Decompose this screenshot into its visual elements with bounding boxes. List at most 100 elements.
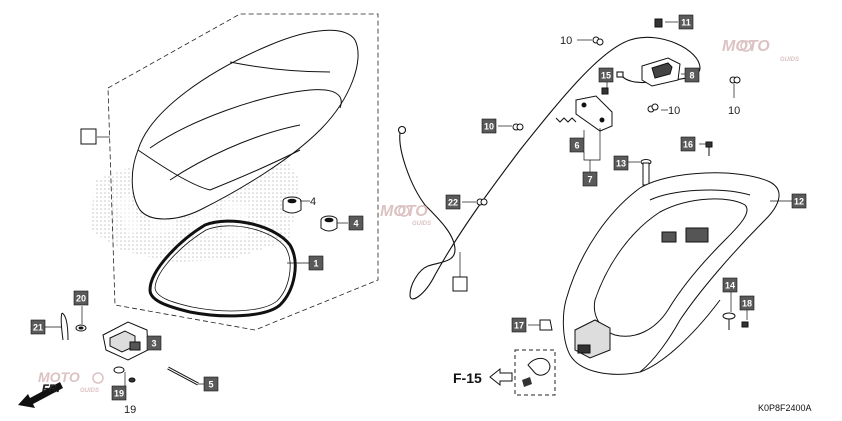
callout-box-20: 20	[73, 290, 89, 306]
callout-box-5: 5	[203, 376, 219, 392]
callout-number: 8	[689, 71, 694, 81]
callout-box-frame	[582, 171, 598, 187]
bolt-14	[722, 312, 736, 330]
callout-box-17: 17	[511, 317, 527, 333]
callout-number: 1	[313, 259, 318, 269]
callout-number: 3	[151, 339, 156, 349]
callout-box-frame	[348, 215, 364, 231]
moto-watermark-2: MOTO GUIDS	[722, 38, 799, 63]
callout-number: 11	[681, 18, 691, 28]
text-labels: F-15 FR. K0P8F2400A	[42, 370, 812, 413]
empty-callout-cable	[452, 276, 468, 292]
lock-rod	[167, 366, 199, 386]
svg-text:GUIDS: GUIDS	[780, 57, 799, 63]
callout-number: 16	[683, 140, 693, 150]
callout-box-11: 11	[678, 14, 694, 30]
empty-square-callouts	[80, 128, 468, 292]
callout-box-frame	[598, 67, 614, 83]
callout-box-21: 21	[30, 319, 46, 335]
callout-box-7: 7	[582, 171, 598, 187]
callout-box-frame	[684, 67, 700, 83]
callout-box-12: 12	[791, 193, 807, 209]
svg-text:MOTO: MOTO	[380, 203, 428, 220]
callout-box-18: 18	[739, 295, 755, 311]
spring-clip	[60, 312, 69, 341]
bolt-16	[705, 141, 713, 156]
callout-plain-4: 4	[310, 196, 316, 208]
svg-text:MOTO: MOTO	[722, 38, 770, 55]
callout-box-frame	[30, 319, 46, 335]
callout-number: 12	[794, 197, 804, 207]
callout-box-1: 1	[308, 255, 324, 271]
callout-box-frame	[445, 194, 461, 210]
seat-opener-cable	[397, 36, 701, 300]
callout-box-frame	[308, 255, 324, 271]
callout-plain-10: 10	[560, 35, 572, 47]
seat-trim-seal	[148, 219, 297, 318]
moto-watermark-3: MOTO GUIDS	[38, 369, 104, 394]
callout-box-frame	[613, 155, 629, 171]
svg-text:GUIDS: GUIDS	[412, 221, 431, 227]
f15-detail-frame	[514, 349, 556, 396]
callout-number: 5	[208, 380, 213, 390]
bolt-18	[741, 321, 749, 328]
cable-clamp-22	[476, 198, 488, 206]
seat-catch-plate	[575, 95, 613, 132]
nut-bolt-19	[113, 366, 136, 383]
callout-box-14: 14	[722, 277, 738, 293]
moto-watermark-1: MOTO GUIDS	[380, 203, 431, 227]
seat-cushion	[131, 29, 359, 220]
callout-plain-10: 10	[728, 105, 740, 117]
callout-box-22: 22	[445, 194, 461, 210]
callout-box-frame	[569, 137, 585, 153]
callout-number: 14	[725, 281, 735, 291]
callout-box-19: 19	[111, 385, 127, 401]
callout-box-13: 13	[613, 155, 629, 171]
svg-text:GUIDS: GUIDS	[80, 388, 99, 394]
seat-lock	[102, 321, 149, 361]
bolt-15	[601, 87, 609, 95]
callout-number: 21	[33, 323, 43, 333]
callout-number: 18	[742, 299, 752, 309]
cable-clamp-d	[729, 76, 741, 84]
callout-box-frame	[678, 14, 694, 30]
drawing-code: K0P8F2400A	[758, 403, 812, 413]
return-spring	[555, 117, 577, 123]
callout-number: 20	[76, 294, 86, 304]
callout-box-frame	[146, 335, 162, 351]
callout-box-15: 15	[598, 67, 614, 83]
cable-clamp-c	[647, 103, 659, 113]
ref-label: F-15	[453, 370, 482, 386]
direction-label: FR.	[42, 383, 60, 395]
rubber-stop-a	[282, 196, 302, 214]
callout-box-frame	[791, 193, 807, 209]
callout-plain-10: 10	[668, 105, 680, 117]
front-direction-arrow-icon	[18, 382, 63, 408]
cable-clamp-b	[512, 123, 524, 131]
arrow-left-icon	[489, 367, 513, 387]
empty-callout-seat	[80, 128, 97, 145]
bolt-13	[640, 159, 652, 186]
luggage-box	[562, 172, 780, 375]
rubber-stop-b	[320, 215, 338, 232]
callout-box-frame	[73, 290, 89, 306]
callout-box-6: 6	[569, 137, 585, 153]
seat-assembly-frame	[107, 13, 379, 331]
callout-box-4: 4	[348, 215, 364, 231]
callout-number: 17	[514, 321, 524, 331]
callout-number: 13	[616, 159, 626, 169]
svg-text:MOTO: MOTO	[38, 369, 80, 385]
callout-number: 10	[484, 122, 494, 132]
callout-box-frame	[203, 376, 219, 392]
clip-11	[654, 18, 663, 28]
callout-number: 7	[587, 175, 592, 185]
latch-bracket	[641, 57, 681, 87]
callout-box-3: 3	[146, 335, 162, 351]
callout-box-frame	[111, 385, 127, 401]
callout-number: 6	[574, 141, 579, 151]
callout-box-8: 8	[684, 67, 700, 83]
callout-box-frame	[680, 136, 696, 152]
